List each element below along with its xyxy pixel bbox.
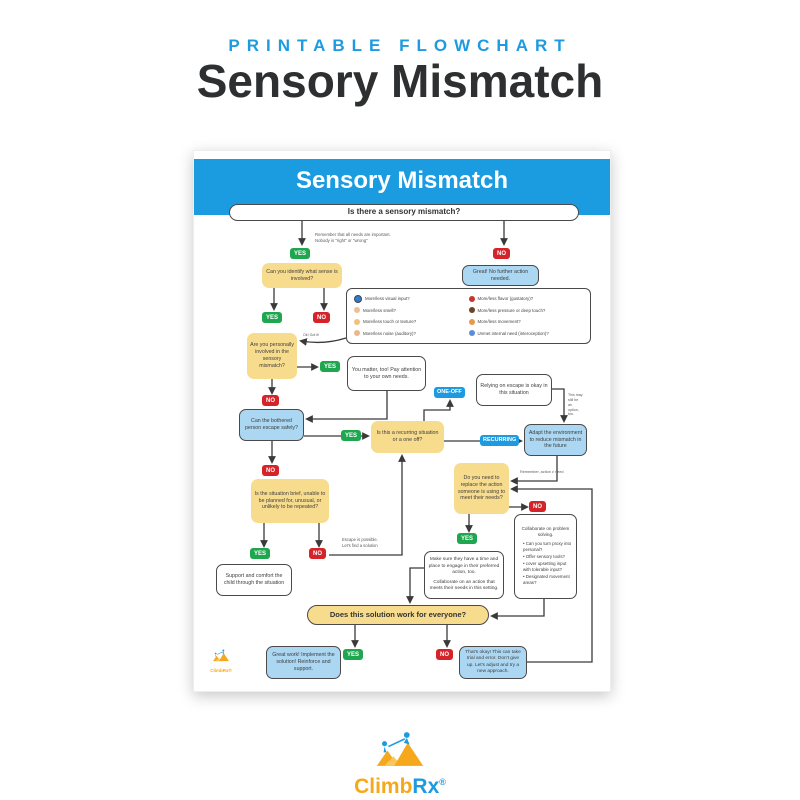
- badge-recurring: RECURRING: [480, 435, 520, 446]
- badge-yes-solution: YES: [343, 649, 364, 660]
- pressure-icon: [468, 307, 475, 314]
- climbrx-mountain-icon: [213, 649, 229, 662]
- sensory-checklist: More/less visual input? More/less smell?…: [346, 288, 591, 344]
- note-ok-got-it: Ok! Got it!: [303, 333, 320, 337]
- note-still-option: This may still be an option, too.: [568, 393, 583, 417]
- badge-yes-root: YES: [290, 248, 311, 259]
- answer-no-action: Great! No further action needed.: [462, 265, 539, 286]
- nose-icon: [354, 307, 360, 314]
- sense-item-pressure: More/less pressure or deep touch?: [468, 307, 584, 314]
- sense-item-auditory: More/less noise (auditory)?: [354, 330, 469, 337]
- flowchart-poster: Sensory Mismatch: [193, 150, 611, 692]
- collaborate-bullet: Can you turn proxy into personal?: [523, 541, 573, 552]
- answer-you-matter: You matter, too! Pay attention to your o…: [347, 356, 426, 391]
- movement-icon: [468, 318, 475, 325]
- answer-support-comfort: Support and comfort the child through th…: [216, 564, 292, 596]
- badge-yes-identify: YES: [262, 312, 283, 323]
- answer-relying-on-escape: Relying on escape is okay in this situat…: [476, 374, 552, 406]
- question-personally-involved: Are you personally involved in the senso…: [247, 333, 297, 379]
- note-escape-possible: Escape is possible. Let's find a solutio…: [342, 537, 378, 548]
- ear-icon: [354, 330, 360, 337]
- sense-item-movement: More/less movement?: [468, 318, 584, 325]
- sense-item-visual: More/less visual input?: [354, 294, 469, 303]
- page-title: Sensory Mismatch: [196, 55, 604, 107]
- climbrx-logo-icon: [376, 732, 424, 766]
- answer-make-sure-time-place: Make sure they have a time and place to …: [424, 551, 504, 599]
- badge-yes-brief: YES: [250, 548, 271, 559]
- interoception-icon: [468, 330, 475, 337]
- badge-no-solution: NO: [436, 649, 453, 660]
- answer-collaborate-problem-solving: Collaborate on problem solving. Can you …: [514, 514, 577, 599]
- question-solution-works: Does this solution work for everyone?: [307, 605, 489, 625]
- collaborate-bullet: Offer sensory tools?: [523, 554, 573, 560]
- sense-item-touch: More/less touch or texture?: [354, 318, 469, 325]
- sense-item-interoception: Unmet internal need (interoception)?: [468, 330, 584, 337]
- note-all-needs: Remember that all needs are important. N…: [315, 232, 391, 243]
- question-situation-brief: Is the situation brief, unable to be pla…: [251, 479, 329, 523]
- climbrx-logo-text: ClimbRx®: [354, 775, 446, 798]
- badge-yes-escape: YES: [341, 430, 362, 441]
- badge-no-personal: NO: [262, 395, 279, 406]
- hand-icon: [354, 318, 360, 325]
- collaborate-bullet: cover upsetting input with tolerable inp…: [523, 561, 573, 572]
- badge-yes-replace: YES: [457, 533, 478, 544]
- registered-mark: ®: [439, 777, 446, 787]
- mouth-icon: [468, 295, 475, 302]
- sense-item-gustatory: More/less flavor (gustatory)?: [468, 295, 584, 302]
- question-replace-action: Do you need to replace the action someon…: [454, 463, 509, 514]
- answer-thats-okay: That's okay! This can take trial and err…: [459, 646, 527, 679]
- note-action-need: Remember, action ≠ need: [520, 470, 564, 474]
- collaborate-bullet: Designated movement areas?: [523, 574, 573, 585]
- collaborate-title: Collaborate on problem solving.: [521, 525, 570, 537]
- eye-icon: [354, 294, 362, 303]
- collaborate-bullet-list: Can you turn proxy into personal? Offer …: [518, 540, 573, 588]
- badge-one-off: ONE-OFF: [434, 387, 465, 398]
- answer-great-work: Great work! Implement the solution! Rein…: [266, 646, 341, 679]
- badge-no-replace: NO: [529, 501, 546, 512]
- climbrx-logo: ClimbRx®: [0, 731, 800, 799]
- badge-no-identify: NO: [313, 312, 330, 323]
- corner-logo-text: ClimbRx®: [210, 668, 232, 673]
- poster-corner-logo: ClimbRx®: [206, 649, 236, 673]
- answer-adapt-environment: Adapt the environment to reduce mismatch…: [524, 424, 587, 456]
- flowchart-connectors: [260, 221, 593, 663]
- sense-item-smell: More/less smell?: [354, 307, 469, 314]
- badge-no-escape: NO: [262, 465, 279, 476]
- badge-no-brief: NO: [309, 548, 326, 559]
- question-escape-safely: Can the bothered person escape safely?: [239, 409, 304, 441]
- eyebrow-title: PRINTABLE FLOWCHART: [228, 36, 572, 55]
- question-identify-sense: Can you identify what sense is involved?: [262, 263, 342, 288]
- poster-title: Sensory Mismatch: [295, 167, 509, 194]
- badge-no-root: NO: [493, 248, 510, 259]
- question-recurring-or-oneoff: Is this a recurring situation or a one o…: [371, 421, 444, 453]
- question-root: Is there a sensory mismatch?: [229, 204, 579, 221]
- badge-yes-personal: YES: [320, 361, 341, 372]
